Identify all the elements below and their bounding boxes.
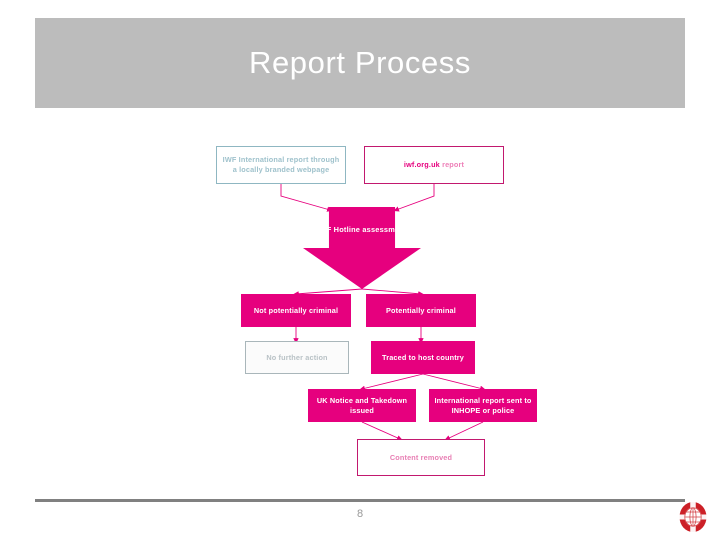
down-arrow-icon xyxy=(303,207,421,289)
page-title: Report Process xyxy=(248,45,472,80)
node-iwf-international-report[interactable]: IWF International report through a local… xyxy=(216,146,346,184)
life-ring-globe-logo-icon xyxy=(679,502,707,532)
node-potentially-criminal[interactable]: Potentially criminal xyxy=(366,294,476,327)
title-banner: Report Process xyxy=(35,18,685,108)
node-not-potentially-criminal[interactable]: Not potentially criminal xyxy=(241,294,351,327)
page-number: 8 xyxy=(356,508,364,520)
node-iwf-org-uk-report[interactable]: iwf.org.uk report xyxy=(364,146,504,184)
footer-divider xyxy=(35,499,685,502)
iwf-url-strong: iwf.org.uk xyxy=(403,160,440,170)
node-international-report-inhope[interactable]: International report sent to INHOPE or p… xyxy=(429,389,537,422)
node-no-further-action[interactable]: No further action xyxy=(245,341,349,374)
node-uk-notice-and-takedown[interactable]: UK Notice and Takedown issued xyxy=(308,389,416,422)
node-iwf-hotline-assessment-label: IWF Hotline assessment xyxy=(317,225,407,234)
iwf-url-light: report xyxy=(442,160,465,170)
node-content-removed[interactable]: Content removed xyxy=(357,439,485,476)
node-iwf-hotline-assessment[interactable]: IWF Hotline assessment xyxy=(303,207,421,289)
node-traced-to-host-country[interactable]: Traced to host country xyxy=(371,341,475,374)
